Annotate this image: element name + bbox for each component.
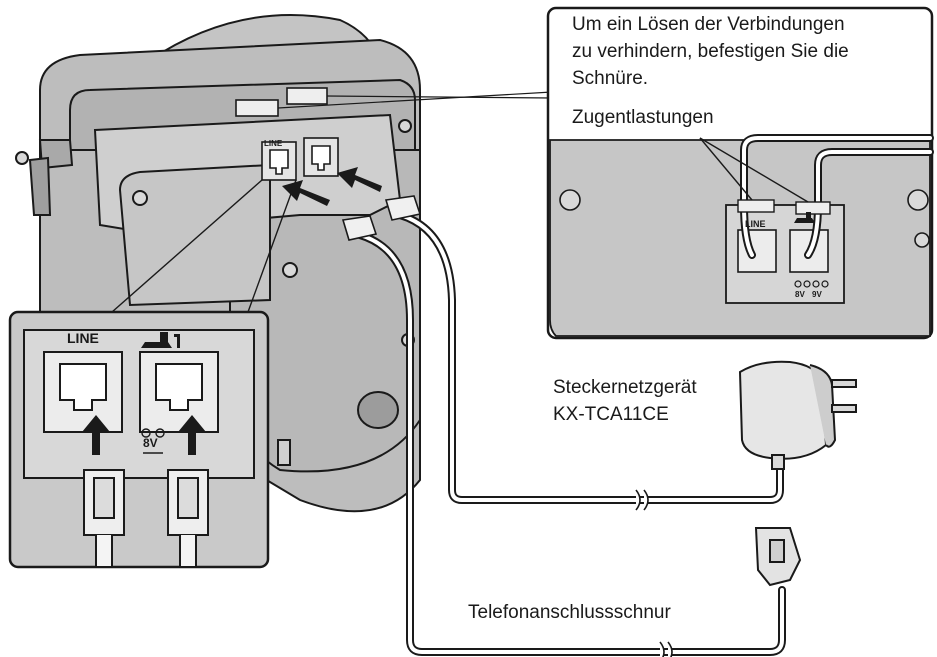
screw-hole [15, 151, 29, 165]
inset-power-jack-socket [155, 363, 203, 411]
strain-relief-pointer [699, 137, 809, 203]
detail-panel [546, 6, 934, 340]
cord-break-mark [635, 489, 649, 511]
polarity-minus [155, 428, 165, 438]
callout-leader-line [326, 95, 553, 99]
detail-line-cord-inner [742, 136, 932, 257]
screw-hole [907, 189, 929, 211]
cord-break-mark [659, 641, 673, 657]
detail-line-jack [737, 229, 777, 273]
device-line-jack-socket [269, 149, 289, 175]
inset-voltage-label: 8V [143, 436, 158, 450]
detail-line-label: LINE [745, 219, 766, 229]
inset-power-cord [179, 535, 197, 568]
inset-line-cord [95, 535, 113, 568]
polarity-icon [794, 280, 829, 288]
polarity-symbol [794, 280, 802, 288]
inset-arrow-power [178, 415, 206, 455]
insert-arrow-power [337, 167, 382, 192]
detail-phone-icon [794, 212, 815, 223]
device-power-jack-socket [311, 145, 331, 171]
detail-voltage-label-a: 8V [795, 290, 805, 299]
wall-plug-grip [769, 539, 785, 563]
inset-line-label: LINE [67, 330, 99, 346]
line-cord-inner [358, 233, 784, 654]
callout-leader-lines [277, 91, 553, 109]
screw-hole [132, 190, 148, 206]
inset-power-plug-latch [177, 477, 199, 519]
inset-line-plug-latch [93, 477, 115, 519]
base-unit-lower-body [118, 163, 271, 307]
detail-power-cord-inner [806, 150, 932, 257]
adapter-prong-upper [831, 379, 857, 388]
line-plug [341, 215, 378, 241]
antenna-post [28, 156, 52, 216]
polarity-icon [141, 428, 165, 438]
inset-line-jack-socket [59, 363, 107, 411]
cords [356, 211, 786, 656]
polarity-symbol [821, 280, 829, 288]
adapter-label: Steckernetzgerät [553, 377, 697, 398]
strain-relief-pointer [699, 137, 753, 201]
polarity-symbol [812, 280, 820, 288]
detail-strain-relief-clip [795, 201, 831, 215]
device-jacks [261, 137, 339, 181]
screw-hole [282, 262, 298, 278]
callout-text-line-2: zu verhindern, befestigen Sie die [572, 41, 849, 62]
zoom-line [111, 179, 263, 313]
strain-relief-clip [286, 87, 328, 105]
polarity-plus [141, 428, 151, 438]
telephone-wall-plug [754, 527, 802, 587]
screw-hole [398, 119, 412, 133]
inset-arrow-line [82, 415, 110, 455]
power-plug [384, 195, 422, 221]
strain-relief-clips [235, 87, 328, 117]
detail-strain-relief-clip [737, 199, 775, 213]
rubber-foot [357, 391, 399, 429]
adapter-cord-strain [771, 454, 785, 470]
strain-relief-clip [235, 99, 279, 117]
detail-voltage-label-b: 9V [812, 290, 822, 299]
adapter-prong-lower [831, 404, 857, 413]
inset-jacks [8, 310, 270, 569]
power-cord-inner [398, 213, 782, 502]
adapter-model: KX-TCA11CE [553, 404, 669, 425]
plugs [341, 195, 422, 241]
callout-text-line-1: Um ein Lösen der Verbindungen [572, 14, 845, 35]
strain-relief-label: Zugentlastungen [572, 107, 714, 128]
screw-hole [914, 232, 930, 248]
screw-hole [559, 189, 581, 211]
callout-leader-line [277, 91, 553, 109]
device-line-label: LINE [264, 139, 283, 148]
zoom-line [247, 179, 297, 313]
line-cord-label: Telefonanschlussschnur [468, 602, 671, 623]
base-unit-hook [277, 439, 291, 466]
ac-adapter [738, 360, 857, 470]
zoom-lines [111, 179, 297, 313]
cord-breaks [635, 489, 673, 657]
polarity-symbol [803, 280, 811, 288]
callout-text-line-3: Schnüre. [572, 68, 649, 89]
phone-icon [141, 332, 180, 348]
